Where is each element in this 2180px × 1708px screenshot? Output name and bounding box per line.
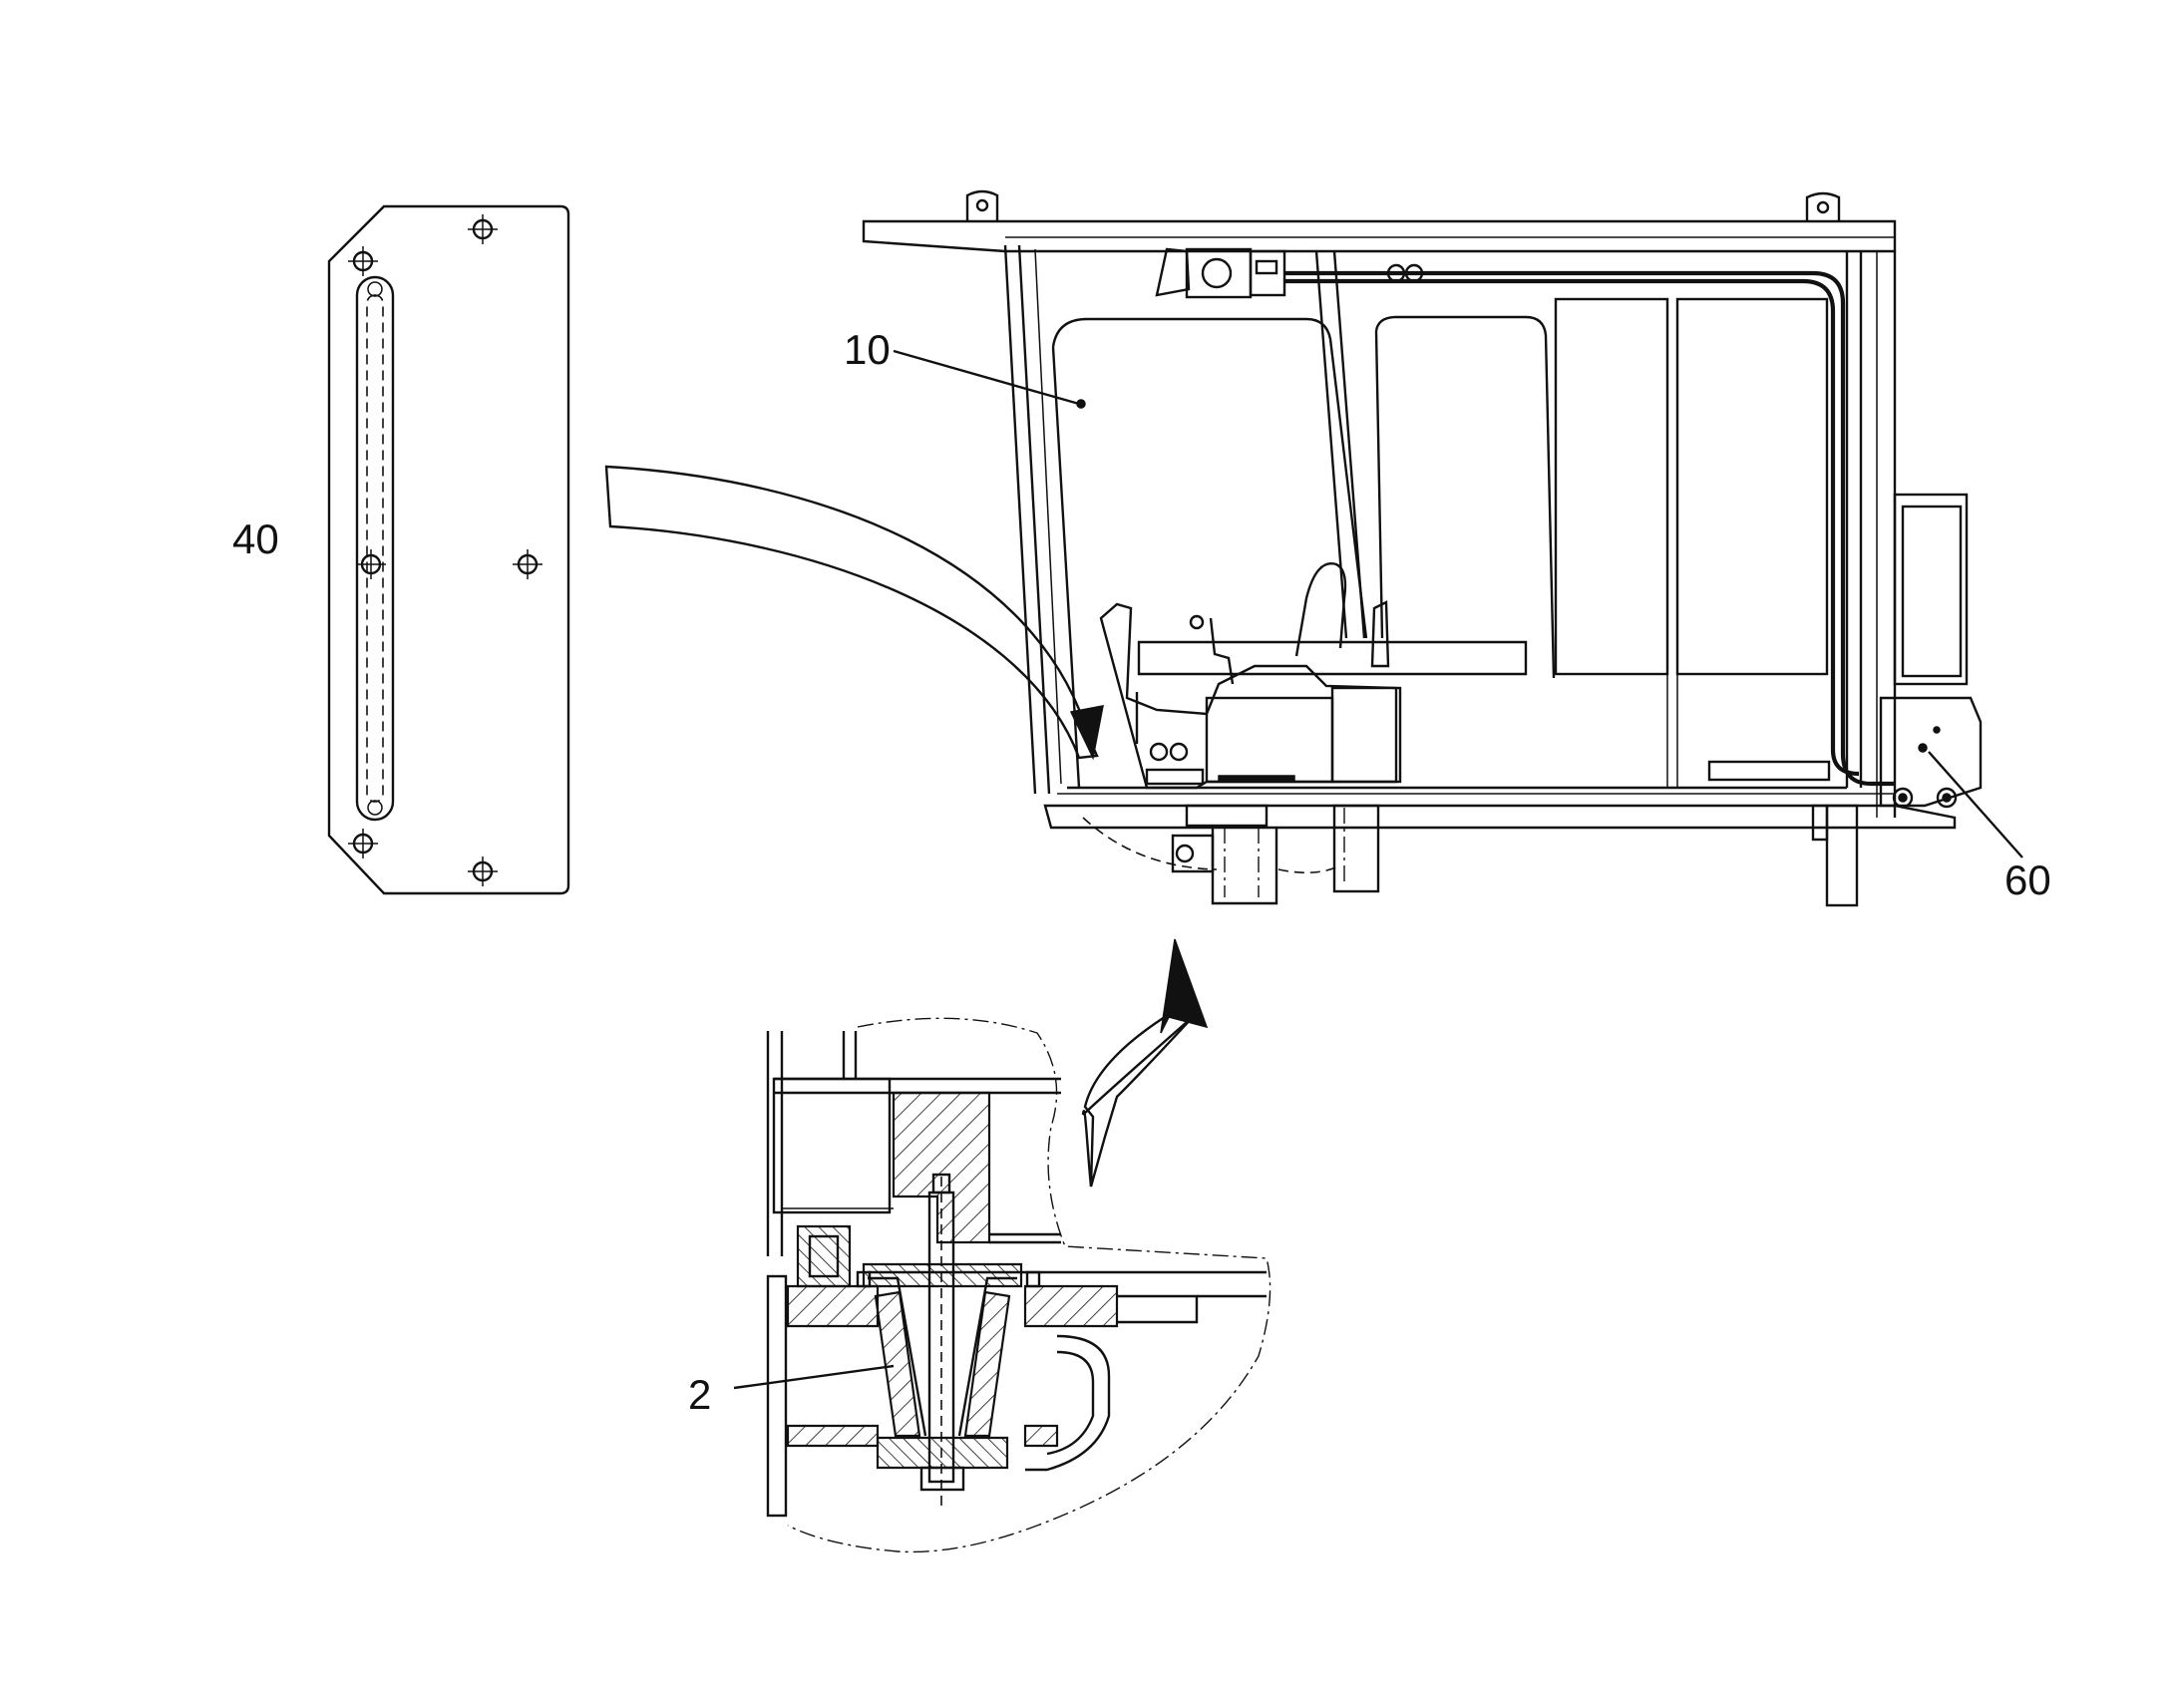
callout-cab: 10	[844, 326, 891, 373]
callout-mount: 2	[688, 1371, 712, 1418]
detail-reference-arrow	[1081, 938, 1209, 1188]
electrical-panel	[1879, 493, 1983, 809]
leader-lines	[733, 349, 2023, 1390]
plate-bolt-holes	[348, 214, 543, 886]
plate-placement-arrow	[604, 465, 1104, 761]
mounting-plate	[327, 204, 570, 895]
callout-plate: 40	[232, 515, 279, 562]
callout-panel: 60	[2004, 856, 2051, 903]
mount-detail-section	[766, 1017, 1272, 1553]
operator-cab	[862, 189, 1983, 907]
